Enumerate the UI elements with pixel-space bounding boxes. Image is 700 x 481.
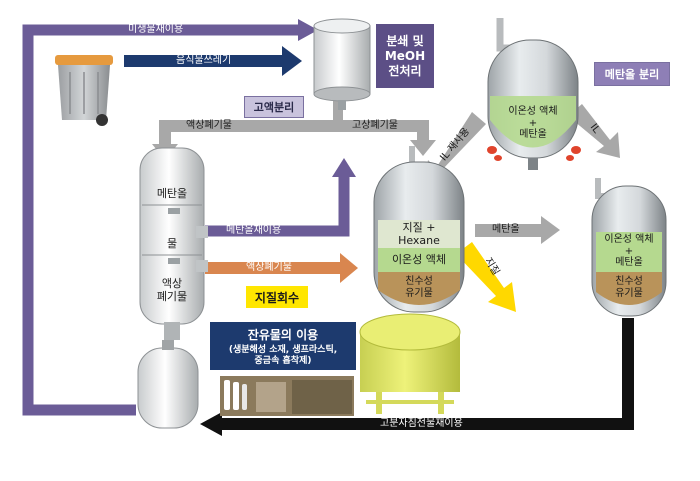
column-methanol-label: 메탄올 [156,187,188,200]
residue-box: 잔유물의 이용 (생분해성 소재, 생프라스틱, 중금속 흡착제) [210,322,356,370]
microbe-reuse-label: 미생물재이용 [128,24,184,35]
liquid-waste-arrow-1 [165,120,427,132]
food-waste-arrowhead [282,46,302,76]
liquid-waste-label-1: 액상폐기물 [186,120,232,131]
food-waste-label: 음식물쓰레기 [176,55,232,66]
mid-reactor-layer1: 지질 + Hexane [398,221,440,247]
pretreatment-box: 분쇄 및 MeOH 전처리 [376,24,434,88]
residue-subtitle: (생분해성 소재, 생프라스틱, 중금속 흡착제) [228,344,338,366]
methanol-reuse-label: 메탄올재이용 [226,225,282,236]
substrate-arrow [456,242,516,312]
separation-box: 고액분리 [244,96,304,118]
right-reactor [591,178,667,317]
methanol-label: 메탄올 [492,224,520,235]
il-arrow [568,104,620,158]
sediment-tank [137,340,199,429]
top-reactor-label: 이온성 액체 + 메탄올 [508,106,558,140]
residue-tank [359,313,461,414]
microbe-reuse-arrow [22,24,300,416]
pretreatment-tank [313,18,371,110]
column-water-label: 물 [166,237,178,250]
liquid-waste-arrow-2 [205,262,343,274]
mid-reactor-layer3: 친수성 유기물 [405,276,433,299]
lipid-recovery-box: 지질회수 [246,286,308,308]
liquid-waste-label-2: 액상폐기물 [246,262,292,273]
right-reactor-layer2: 친수성 유기물 [615,276,643,299]
right-reactor-layer1: 이온성 액체 + 메탄올 [604,234,654,268]
top-right-reactor [487,18,581,170]
distillation-column [139,147,208,340]
column-liquid-label: 액상 폐기물 [156,277,188,303]
residue-title: 잔유물의 이용 [247,327,319,342]
sediment-reuse-label: 고분자침전물재이용 [380,418,463,429]
food-waste-arrow [124,55,284,67]
methanol-reuse-arrow [205,175,350,237]
methanol-arrow [475,224,543,237]
microbe-reuse-arrowhead [298,19,318,41]
mid-reactor-layer2: 이온성 액체 [391,253,447,266]
methanol-separation-box: 메탄올 분리 [594,62,670,86]
waste-bin-icon [55,55,113,126]
residue-products-image [220,376,354,416]
sediment-reuse-arrow [220,318,634,430]
solid-waste-label: 고상폐기물 [352,120,398,131]
middle-reactor [373,146,465,313]
